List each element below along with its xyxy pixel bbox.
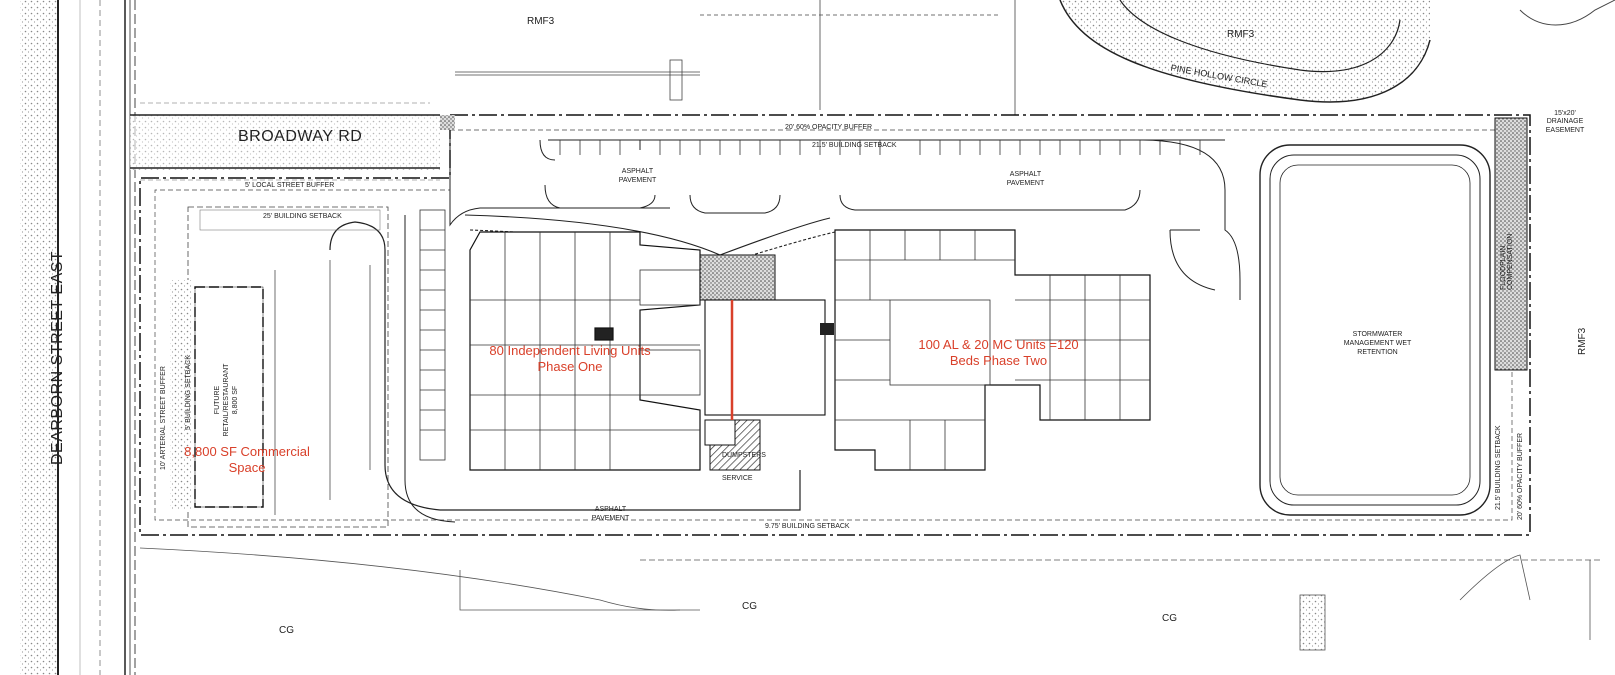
phase-two-label: 100 AL & 20 MC Units =120 Beds Phase Two bbox=[918, 337, 1079, 368]
future-retail-label: FUTURE RETAIL/RESTAURANT 8,800 SF bbox=[214, 363, 240, 437]
right-opacity-buffer-label: 20' 60% OPACITY BUFFER bbox=[1517, 432, 1524, 520]
west-parking bbox=[419, 209, 446, 461]
top-parking bbox=[449, 130, 1241, 300]
pavement-label-east: ASPHALT PAVEMENT bbox=[1006, 171, 1045, 188]
floodplain-strip bbox=[1494, 117, 1528, 371]
top-neighbor-parcels bbox=[455, 0, 1016, 115]
broadway-road-label: BROADWAY RD bbox=[238, 128, 363, 145]
commercial-highlight bbox=[194, 286, 264, 508]
floodplain-label: FLOODPLAIN COMPENSATION bbox=[1500, 233, 1514, 290]
local-street-buffer-label: 5' LOCAL STREET BUFFER bbox=[245, 182, 335, 189]
commercial-space-label: 8,800 SF Commercial Space bbox=[184, 444, 310, 475]
dumpsters-label: DUMPSTERS bbox=[722, 452, 766, 459]
pavement-label-south: ASPHALT PAVEMENT bbox=[591, 506, 630, 523]
central-connector bbox=[440, 115, 834, 471]
dearborn-street-label: DEARBORN STREET EAST bbox=[49, 250, 66, 465]
left-setback-label: 25' BUILDING SETBACK bbox=[263, 213, 342, 220]
arterial-buffer-label: 10' ARTERIAL STREET BUFFER bbox=[160, 366, 167, 470]
phase-two-building bbox=[834, 229, 1151, 471]
zoning-rmf3-top-left: RMF3 bbox=[527, 16, 555, 27]
stormwater-label: STORMWATER MANAGEMENT WET RETENTION bbox=[1343, 331, 1412, 357]
site-boundary bbox=[139, 114, 1531, 536]
zoning-cg-left: CG bbox=[279, 625, 294, 636]
broadway-road bbox=[130, 102, 440, 181]
bottom-setback-label: 9.75' BUILDING SETBACK bbox=[765, 523, 850, 530]
phase-one-label: 80 Independent Living Units Phase One bbox=[489, 343, 651, 374]
stormwater-pond bbox=[1259, 144, 1491, 516]
bottom-neighbor-parcels bbox=[139, 547, 1600, 651]
zoning-cg-center: CG bbox=[742, 601, 757, 612]
dearborn-street bbox=[20, 0, 136, 675]
phase-one-building bbox=[469, 231, 701, 471]
pavement-label-west: ASPHALT PAVEMENT bbox=[618, 168, 657, 185]
drainage-easement-label: 15'x20' DRAINAGE EASEMENT bbox=[1545, 110, 1585, 134]
zoning-rmf3-right: RMF3 bbox=[1577, 327, 1588, 355]
service-label: SERVICE bbox=[722, 475, 753, 482]
top-opacity-buffer-label: 20' 60% OPACITY BUFFER bbox=[785, 124, 873, 131]
pine-hollow-circle bbox=[1059, 0, 1615, 103]
right-setback-label: 21.5' BUILDING SETBACK bbox=[1495, 425, 1502, 510]
zoning-cg-right: CG bbox=[1162, 613, 1177, 624]
side-setback-label: 5' BUILDING SETBACK bbox=[185, 355, 192, 430]
top-setback-label: 21.5' BUILDING SETBACK bbox=[812, 142, 897, 149]
zoning-rmf3-top-right: RMF3 bbox=[1227, 29, 1255, 40]
